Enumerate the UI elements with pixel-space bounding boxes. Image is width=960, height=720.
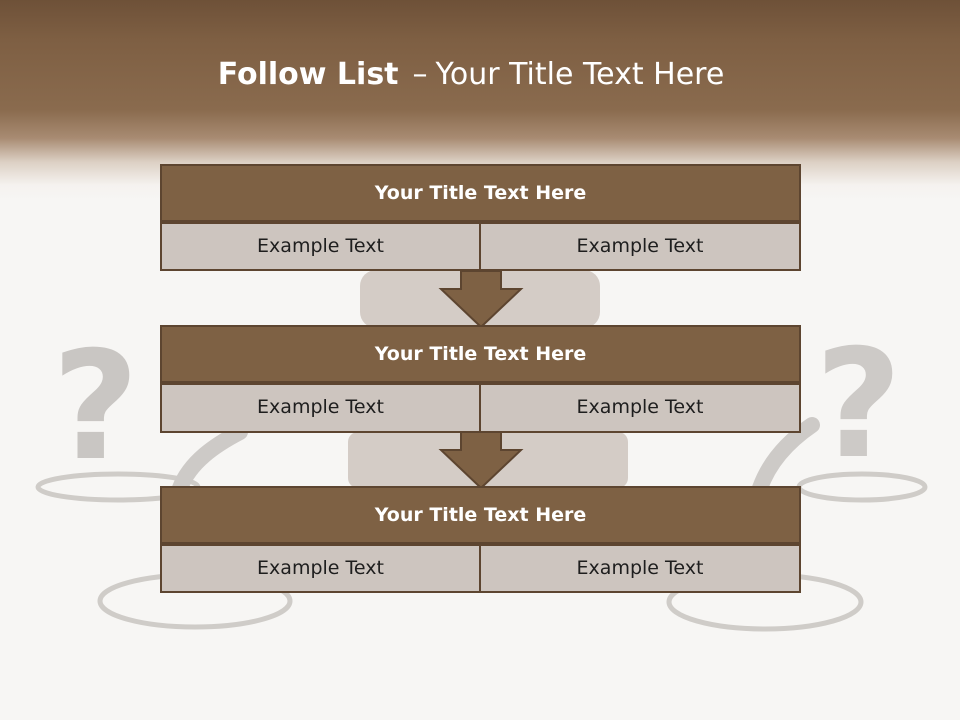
block-text-left: Example Text — [160, 383, 481, 433]
down-arrow-icon — [438, 431, 524, 490]
down-arrow-icon — [438, 270, 524, 329]
block-text-left: Example Text — [160, 222, 481, 271]
question-mark-icon: ? — [52, 320, 139, 494]
question-mark-icon: ? — [815, 318, 902, 492]
list-block-1: Your Title Text Here Example Text Exampl… — [160, 164, 801, 271]
block-title: Your Title Text Here — [160, 486, 801, 544]
slide-title: Follow List–Your Title Text Here — [0, 52, 942, 98]
svg-text:?: ? — [52, 320, 139, 494]
block-text-right: Example Text — [479, 383, 801, 433]
question-mark-curve-right — [752, 417, 820, 496]
list-block-2: Your Title Text Here Example Text Exampl… — [160, 325, 801, 433]
list-block-3: Your Title Text Here Example Text Exampl… — [160, 486, 801, 593]
slide-title-rest: Your Title Text Here — [435, 57, 725, 92]
svg-text:?: ? — [815, 318, 902, 492]
slide-title-bold: Follow List — [217, 57, 399, 92]
block-text-right: Example Text — [479, 222, 801, 271]
block-text-right: Example Text — [479, 544, 801, 593]
block-title: Your Title Text Here — [160, 164, 801, 222]
slide-title-separator: – — [412, 57, 428, 92]
block-title: Your Title Text Here — [160, 325, 801, 383]
block-text-left: Example Text — [160, 544, 481, 593]
question-mark-curve-left — [172, 424, 248, 496]
